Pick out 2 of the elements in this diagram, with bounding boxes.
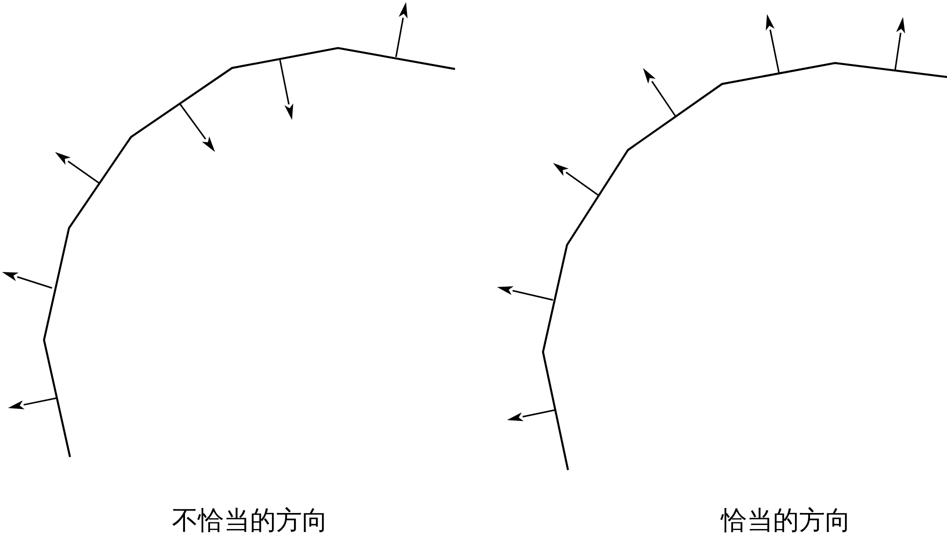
panel-caption: 恰当的方向: [721, 505, 851, 537]
panel-caption: 不恰当的方向: [172, 505, 328, 537]
